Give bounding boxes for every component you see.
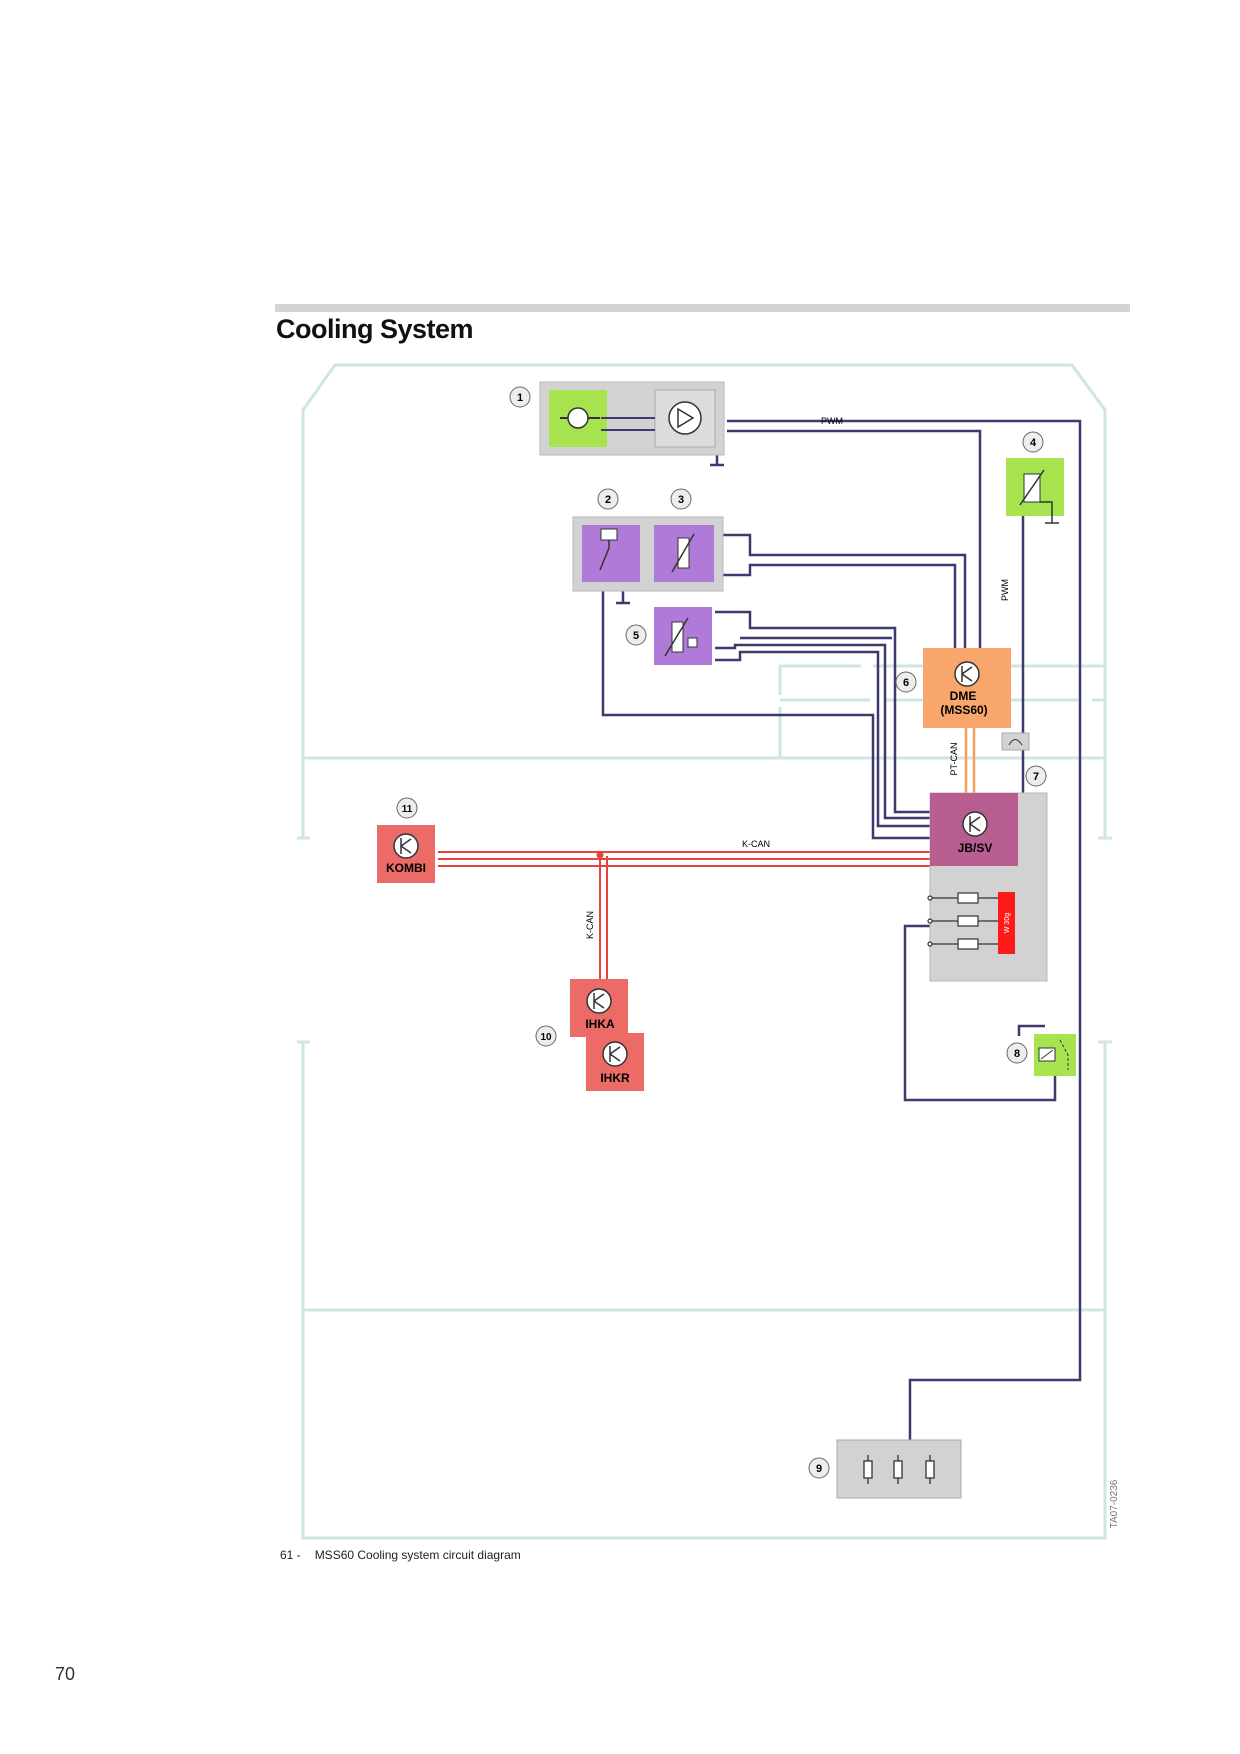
component-5-sensor xyxy=(654,607,712,665)
callout-5: 5 xyxy=(625,624,647,646)
svg-text:1: 1 xyxy=(517,392,523,404)
k-can-vertical-label: K-CAN xyxy=(585,911,595,939)
callout-4: 4 xyxy=(1022,431,1044,453)
svg-text:3: 3 xyxy=(678,494,684,506)
pt-can-bus xyxy=(964,728,976,797)
svg-text:2: 2 xyxy=(605,494,611,506)
page-number: 70 xyxy=(55,1664,76,1684)
caption-text: MSS60 Cooling system circuit diagram xyxy=(314,1548,521,1562)
caption-number: 61 - xyxy=(280,1548,301,1562)
svg-text:9: 9 xyxy=(816,1463,822,1475)
kombi-label: KOMBI xyxy=(386,861,426,875)
component-1-coolant-pump xyxy=(539,381,725,456)
ihka-label: IHKA xyxy=(585,1017,615,1031)
component-10-climate xyxy=(570,979,644,1091)
svg-text:10: 10 xyxy=(540,1032,552,1043)
component-8-relay xyxy=(1034,1034,1076,1076)
callout-9: 9 xyxy=(808,1457,830,1479)
callout-7: 7 xyxy=(1025,765,1047,787)
svg-text:8: 8 xyxy=(1014,1048,1020,1060)
image-code: TA07-0236 xyxy=(1109,1479,1120,1528)
component-9-fuse-block xyxy=(836,1439,962,1499)
svg-text:7: 7 xyxy=(1033,771,1039,783)
component-4-valve xyxy=(1006,458,1064,524)
dme-sub-label: (MSS60) xyxy=(940,703,987,717)
callout-3: 3 xyxy=(670,488,692,510)
page-title: Cooling System xyxy=(276,314,474,344)
pt-can-label: PT-CAN xyxy=(949,742,959,775)
component-7-junction-box xyxy=(927,732,1048,982)
component-11-kombi xyxy=(377,825,435,883)
figure-caption: 61 - MSS60 Cooling system circuit diagram xyxy=(280,1548,521,1562)
callout-8: 8 xyxy=(1006,1042,1028,1064)
callout-10: 10 xyxy=(535,1025,557,1047)
component-6-dme xyxy=(923,648,1011,728)
dme-label: DME xyxy=(950,689,977,703)
callout-1: 1 xyxy=(509,386,531,408)
svg-text:11: 11 xyxy=(402,804,413,815)
jbsv-label: JB/SV xyxy=(958,841,993,855)
callout-6: 6 xyxy=(895,671,917,693)
k-can-horizontal-label: K-CAN xyxy=(742,839,770,849)
svg-text:5: 5 xyxy=(633,630,639,642)
svg-text:6: 6 xyxy=(903,677,909,689)
svg-text:4: 4 xyxy=(1030,437,1037,449)
callout-2: 2 xyxy=(597,488,619,510)
fuse-label: W 30g xyxy=(1004,913,1011,933)
ihkr-label: IHKR xyxy=(600,1071,630,1085)
callouts: 1 2 3 4 5 6 7 8 9 10 11 xyxy=(396,386,1047,1479)
pwm-top-label: PWM xyxy=(821,416,843,426)
component-2-3-sensors xyxy=(572,516,724,592)
title-rule xyxy=(275,304,1130,312)
pwm-side-label: PWM xyxy=(1000,579,1010,601)
k-can-bus xyxy=(438,851,940,990)
callout-11: 11 xyxy=(396,797,418,819)
